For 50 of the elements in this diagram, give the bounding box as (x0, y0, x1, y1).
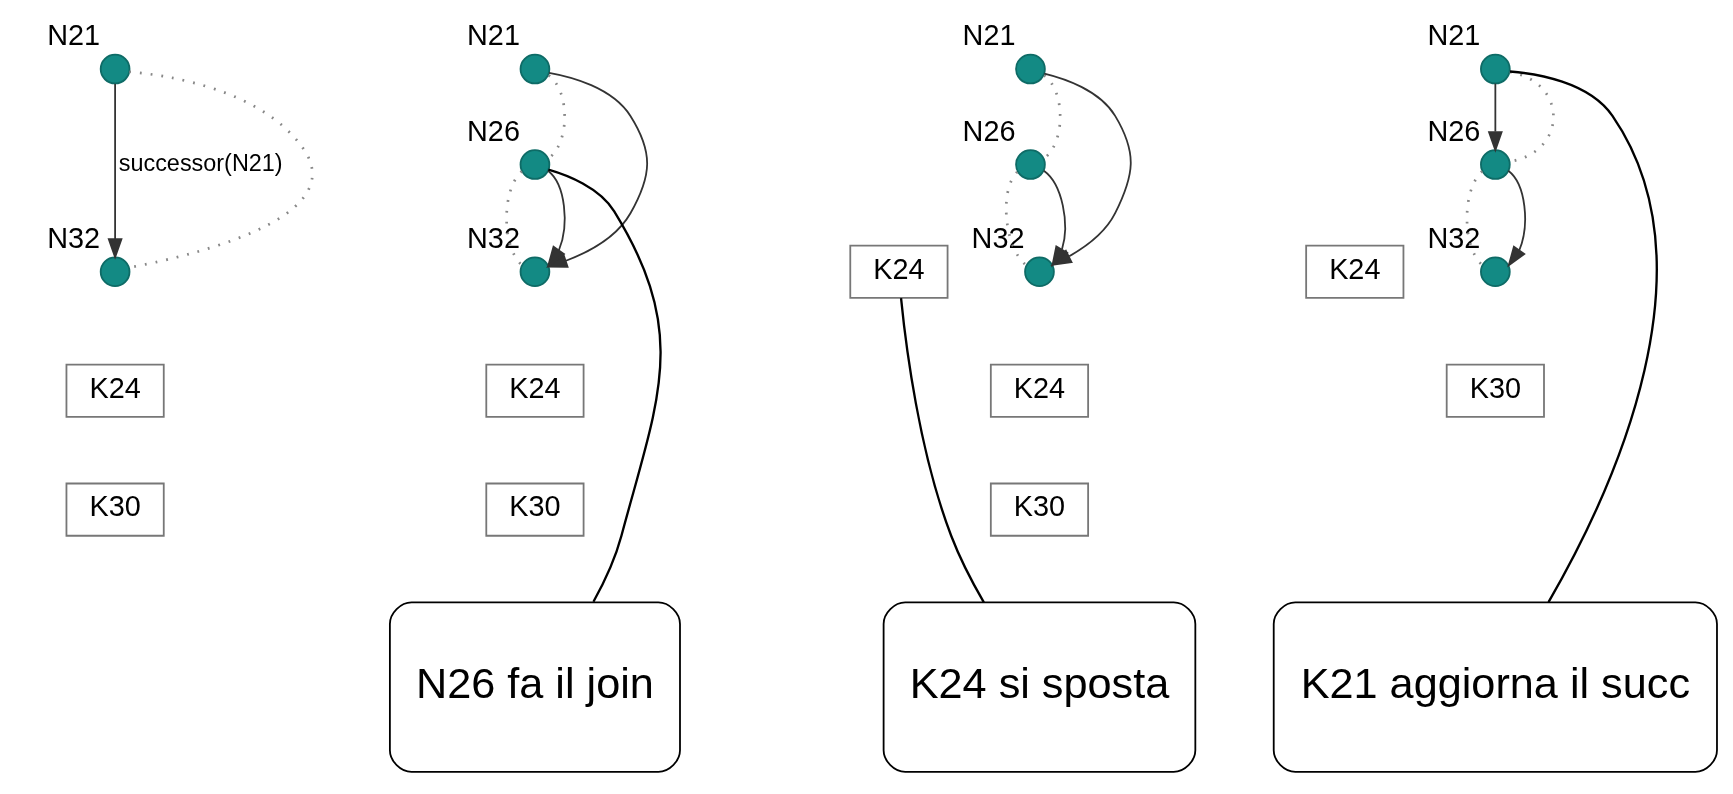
node-label: N21 (467, 19, 520, 52)
node-box: K24 (485, 363, 585, 418)
node-box: K30 (485, 482, 585, 537)
node-label: N32 (467, 221, 520, 254)
arrow (1487, 82, 1503, 153)
arrow (1507, 169, 1526, 268)
node-label: N32 (971, 221, 1025, 254)
edge-label: successor(N21) (118, 149, 283, 176)
connector (1042, 74, 1062, 160)
node-circle (519, 149, 551, 180)
node-box: K30 (1445, 363, 1545, 418)
node-circle (519, 256, 551, 288)
node-circle (1480, 53, 1511, 85)
node-circle (1480, 256, 1511, 288)
node-label: N26 (962, 114, 1016, 147)
node-box: K24 (65, 363, 165, 418)
node-label: N21 (962, 19, 1016, 52)
arrow (107, 83, 123, 260)
node-label: N21 (47, 19, 101, 52)
node-box: K24 si sposta (882, 601, 1197, 773)
node-circle (1015, 53, 1046, 85)
connector (1509, 70, 1658, 603)
node-circle (1015, 149, 1046, 180)
connector (548, 168, 662, 603)
node-box: K24 (1305, 244, 1405, 299)
node-box: K21 aggiorna il succ (1272, 601, 1718, 773)
node-label: N26 (1427, 114, 1481, 147)
connector (1465, 170, 1484, 266)
connector (547, 74, 566, 160)
connector (1004, 171, 1028, 267)
arrow (546, 169, 566, 268)
node-circle (1480, 149, 1511, 180)
node-circle (519, 53, 551, 85)
connector (899, 298, 985, 603)
node-box: K24 (989, 363, 1089, 418)
connector (129, 70, 314, 269)
node-label: N32 (47, 221, 101, 254)
node-label: N32 (1427, 221, 1481, 254)
node-label: N26 (467, 114, 520, 147)
arrow (1042, 169, 1069, 268)
node-circle (1024, 256, 1055, 288)
node-box: N26 fa il join (389, 601, 681, 773)
node-label: N21 (1427, 19, 1481, 52)
connector (505, 170, 523, 266)
arrow (545, 71, 649, 268)
node-box: K24 (849, 244, 949, 299)
node-box: K30 (65, 482, 165, 537)
node-circle (99, 53, 131, 85)
node-circle (99, 256, 131, 288)
node-box: K30 (989, 482, 1089, 537)
